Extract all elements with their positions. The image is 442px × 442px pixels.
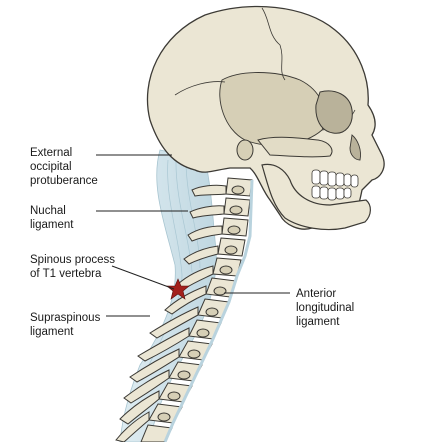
- label-line: longitudinal: [296, 302, 355, 314]
- anterior-longitudinal-ligament-strip: [163, 179, 254, 442]
- label-line: ligament: [30, 219, 74, 231]
- label-external-occipital-protuberance: External occipital protuberance: [30, 146, 98, 188]
- label-line: ligament: [296, 316, 340, 328]
- mandible: [261, 163, 371, 231]
- zygomatic-arch: [257, 136, 333, 158]
- label-nuchal-ligament: Nuchal ligament: [30, 204, 73, 232]
- label-line: External: [30, 147, 73, 159]
- label-line: Spinous process: [30, 254, 116, 266]
- label-line: of T1 vertebra: [30, 268, 102, 280]
- label-line: occipital: [30, 161, 72, 173]
- label-line: Nuchal: [30, 205, 66, 217]
- label-spinous-process-t1: Spinous process of T1 vertebra: [30, 253, 115, 281]
- label-line: Supraspinous: [30, 312, 101, 324]
- coronal-suture: [261, 7, 286, 81]
- nasal-aperture: [349, 134, 361, 161]
- label-supraspinous-ligament: Supraspinous ligament: [30, 311, 100, 339]
- label-line: Anterior: [296, 288, 337, 300]
- external-auditory-meatus: [236, 139, 254, 161]
- leader-lines: [96, 154, 290, 317]
- label-anterior-longitudinal-ligament: Anterior longitudinal ligament: [296, 287, 354, 329]
- label-line: protuberance: [30, 175, 98, 187]
- skull: [146, 6, 385, 231]
- teeth: [311, 169, 359, 201]
- label-line: ligament: [30, 326, 74, 338]
- star-icon: [166, 278, 190, 300]
- orbit: [315, 90, 353, 134]
